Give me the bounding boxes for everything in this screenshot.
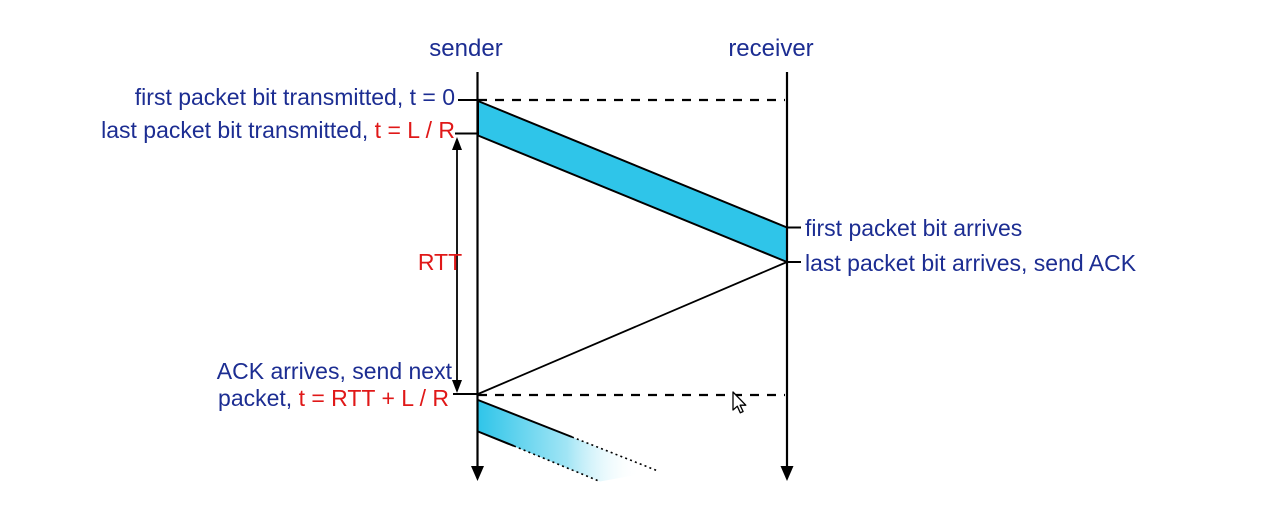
first-bit-transmitted-label: first packet bit transmitted, t = 0 [135, 84, 455, 110]
arrow-cursor-shape [732, 391, 747, 414]
diagram-labels: sender receiver first packet bit transmi… [101, 35, 1137, 411]
sender-timeline-arrowhead-icon [471, 466, 484, 481]
ack-arrives-line2-time: t = RTT + L / R [299, 385, 449, 411]
last-bit-transmitted-label: last packet bit transmitted, t = L / R [101, 117, 455, 143]
next-packet-band-bottom-edge [477, 430, 515, 447]
ack-arrives-line2-text: packet, [218, 385, 299, 411]
last-bit-transmitted-text: last packet bit transmitted, [101, 117, 375, 143]
ack-arrives-label-line2: packet, t = RTT + L / R [218, 385, 449, 411]
receiver-timeline-arrowhead-icon [780, 466, 794, 481]
next-packet-band [478, 400, 658, 482]
first-bit-arrives-label: first packet bit arrives [805, 215, 1022, 241]
rtt-label: RTT [418, 249, 462, 275]
sender-title: sender [429, 35, 502, 62]
ack-line [477, 261, 788, 395]
arrow-cursor-icon [732, 391, 747, 414]
rtt-span-arrow [452, 137, 462, 393]
rtt-arrowhead-down-icon [452, 380, 462, 393]
last-bit-arrives-label: last packet bit arrives, send ACK [805, 250, 1137, 276]
next-packet-band-top-edge [477, 399, 573, 438]
receiver-title: receiver [728, 35, 813, 62]
ack-arrives-label-line1: ACK arrives, send next [217, 358, 453, 384]
rtt-arrowhead-up-icon [452, 137, 462, 150]
packet-transmission-band [477, 100, 788, 263]
last-bit-transmitted-time: t = L / R [375, 117, 455, 143]
